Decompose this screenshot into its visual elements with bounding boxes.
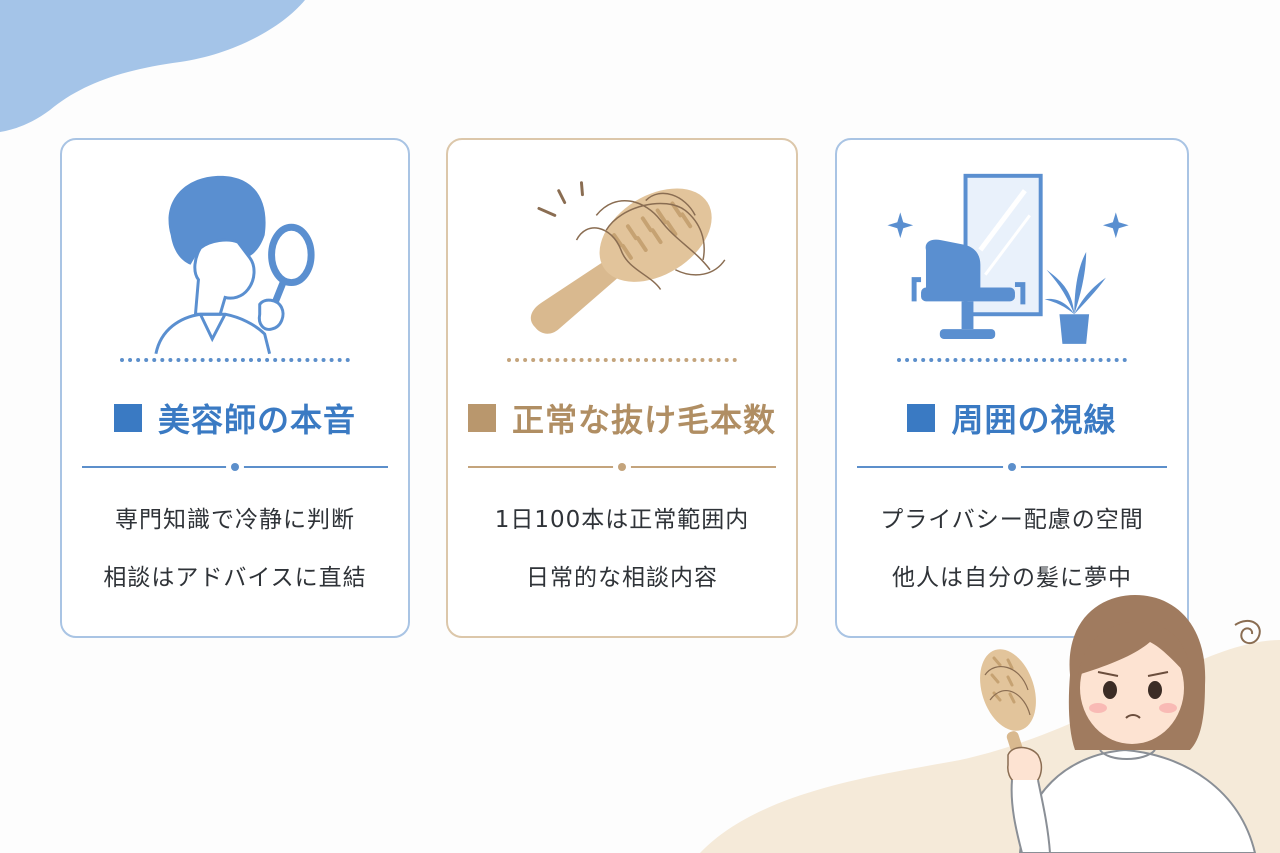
card-normal-hair-loss: 正常な抜け毛本数 1日100本は正常範囲内 日常的な相談内容 — [446, 138, 798, 638]
square-bullet-icon — [113, 404, 142, 432]
card-hairdresser-opinion: 美容師の本音 専門知識で冷静に判断 相談はアドバイスに直結 — [60, 138, 410, 638]
dotted-divider — [120, 358, 350, 362]
card-line-1: プライバシー配慮の空間 — [880, 507, 1144, 533]
card-line-2: 他人は自分の髪に夢中 — [892, 565, 1132, 591]
card-line-1: 専門知識で冷静に判断 — [115, 507, 355, 533]
salon-chair-mirror-icon — [887, 173, 1129, 344]
divider-line — [857, 463, 1167, 471]
card-title-text: 周囲の視線 — [951, 401, 1117, 439]
card-line-2: 日常的な相談内容 — [526, 565, 718, 591]
dotted-divider — [897, 358, 1127, 362]
card-others-gaze: 周囲の視線 プライバシー配慮の空間 他人は自分の髪に夢中 — [835, 138, 1189, 638]
card-title-text: 正常な抜け毛本数 — [511, 401, 776, 439]
hairdresser-magnifier-icon — [154, 175, 315, 355]
card-line-1: 1日100本は正常範囲内 — [494, 507, 750, 533]
card-title: 正常な抜け毛本数 — [448, 395, 796, 441]
card-title: 周囲の視線 — [837, 395, 1187, 441]
card-title: 美容師の本音 — [62, 395, 408, 441]
dotted-divider — [507, 358, 737, 362]
square-bullet-icon — [907, 404, 936, 432]
hairbrush-with-hair-icon — [530, 181, 726, 334]
card-line-2: 相談はアドバイスに直結 — [103, 565, 367, 591]
square-bullet-icon — [467, 404, 496, 432]
worried-woman-with-brush-illustration — [980, 595, 1261, 853]
divider-line — [82, 463, 388, 471]
divider-line — [468, 463, 776, 471]
card-title-text: 美容師の本音 — [157, 401, 356, 439]
